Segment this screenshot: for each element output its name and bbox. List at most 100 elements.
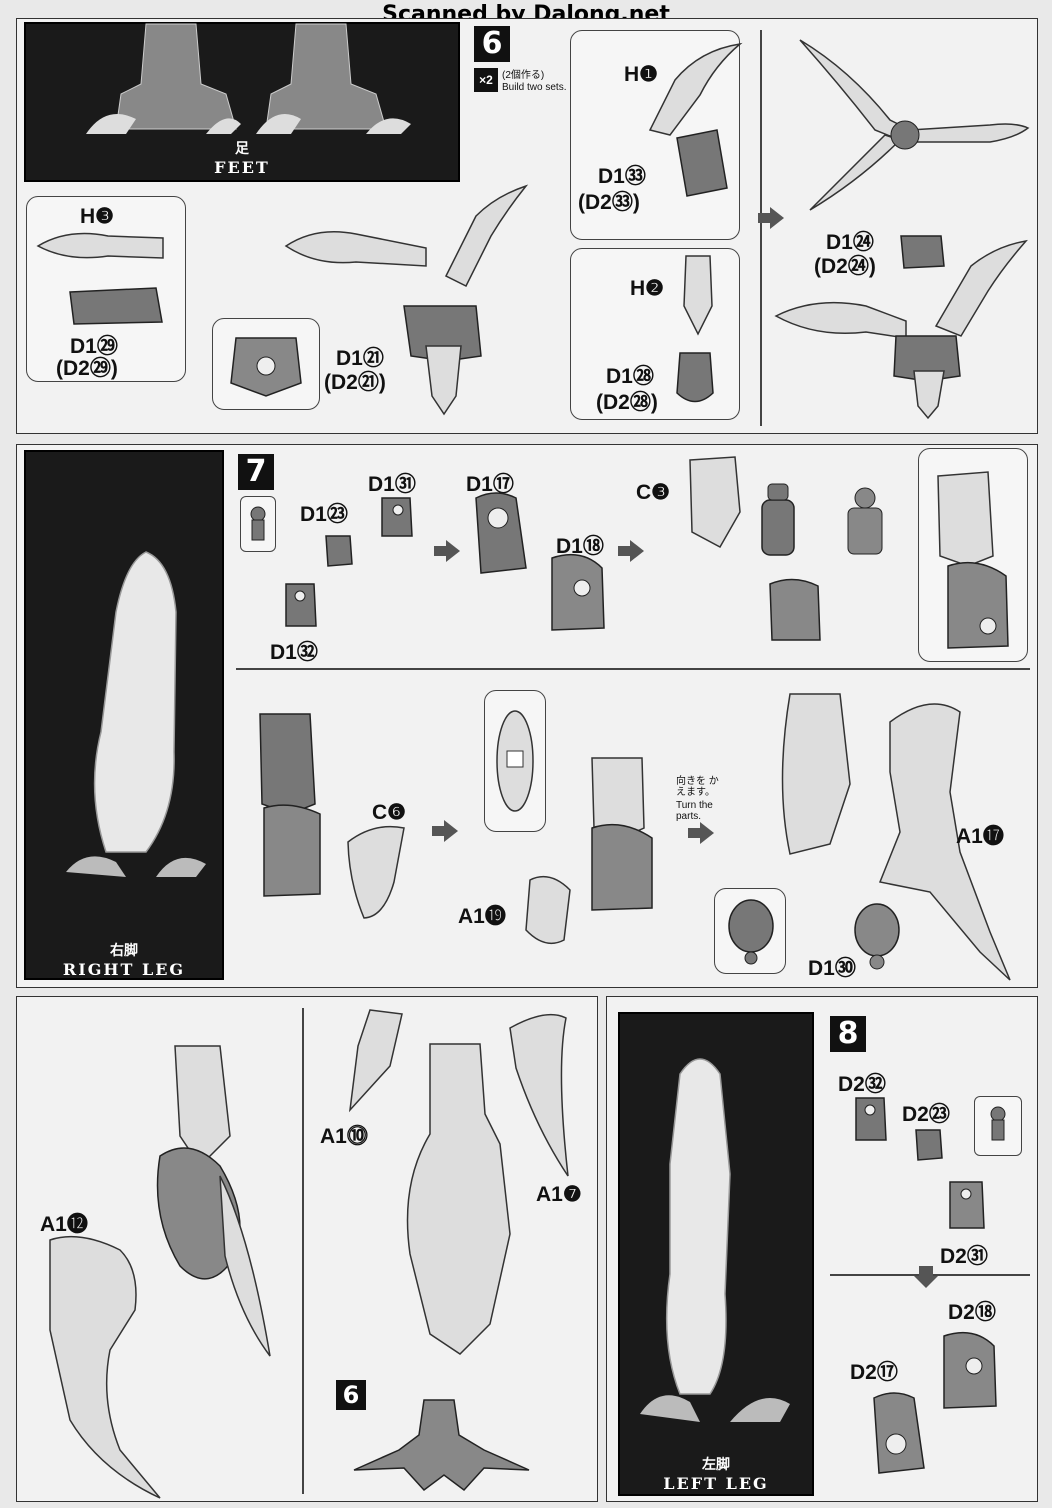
left-leg-illustration bbox=[640, 1058, 790, 1422]
right-leg-caption-en: RIGHT LEG bbox=[62, 960, 186, 979]
d2-23-detail-box bbox=[974, 1096, 1022, 1156]
foot-joint-detail bbox=[230, 337, 302, 397]
d1-23-detail-part bbox=[250, 506, 266, 541]
d2-18-part bbox=[943, 1331, 997, 1409]
label-d2-17: D2⑰ bbox=[850, 1361, 898, 1384]
d1-30-detail-part bbox=[728, 899, 774, 965]
label-d2-29: (D2㉙) bbox=[56, 357, 118, 380]
a1-10-part bbox=[348, 1009, 403, 1113]
h3-subassembly-box bbox=[26, 196, 186, 382]
h2-talon-part bbox=[683, 255, 713, 336]
step7-hdivider bbox=[236, 668, 1030, 670]
left-leg-caption-en: LEFT LEG bbox=[663, 1474, 769, 1493]
left-leg-caption-jp: 左脚 bbox=[702, 1457, 730, 1473]
label-d1-17: D1⑰ bbox=[466, 473, 514, 496]
step7-arrow-3 bbox=[432, 820, 458, 842]
leg-side-assembly bbox=[156, 1045, 271, 1357]
label-d2-18: D2⑱ bbox=[948, 1301, 996, 1324]
a1-17-part bbox=[878, 703, 1011, 981]
turn-note-jp: 向きを かえます。 bbox=[676, 776, 719, 798]
label-c3: C❸ bbox=[636, 481, 670, 504]
step7-result-part bbox=[937, 471, 1009, 649]
label-a1-10: A1⓾ bbox=[320, 1125, 368, 1148]
c3-part bbox=[689, 456, 741, 549]
label-d1-32: D1㉜ bbox=[270, 641, 318, 664]
feet-caption-jp: 足 bbox=[235, 141, 249, 157]
label-d2-21: (D2㉑) bbox=[324, 371, 386, 394]
d2-31-part bbox=[949, 1181, 985, 1229]
label-d2-32: D2㉜ bbox=[838, 1073, 886, 1096]
label-d1-31: D1㉛ bbox=[368, 473, 416, 496]
foot-tripod-assembled bbox=[799, 39, 1030, 211]
d2-32-part bbox=[855, 1097, 887, 1141]
feet-banner: 足 FEET bbox=[24, 22, 460, 182]
foot-final-assembly bbox=[774, 235, 1028, 420]
d2-17-part bbox=[873, 1392, 925, 1474]
c6-shin-part bbox=[347, 825, 405, 919]
label-d2-31: D2㉛ bbox=[940, 1245, 988, 1268]
label-c6: C❻ bbox=[372, 801, 406, 824]
label-d1-23: D1㉓ bbox=[300, 503, 348, 526]
left-leg-banner: 左脚 LEFT LEG bbox=[618, 1012, 814, 1496]
step7-arrow-2 bbox=[618, 540, 644, 562]
leg-assembly-mid bbox=[591, 757, 653, 911]
knee-part bbox=[769, 578, 821, 641]
label-d1-28: D1㉘ bbox=[606, 365, 654, 388]
label-a1-12: A1⓬ bbox=[40, 1213, 88, 1236]
h1-claw-part bbox=[648, 42, 743, 136]
d2-23-part bbox=[915, 1129, 943, 1161]
feet-illustration bbox=[86, 23, 411, 134]
label-d2-23: D2㉓ bbox=[902, 1103, 950, 1126]
label-a1-19: A1⓳ bbox=[458, 905, 506, 928]
label-d1-24: D1㉔ bbox=[826, 231, 874, 254]
label-d2-28: (D2㉘) bbox=[596, 391, 658, 414]
right-leg-banner: 右脚 RIGHT LEG bbox=[24, 450, 224, 980]
d1-31-part bbox=[381, 497, 413, 537]
d1-28-part bbox=[676, 352, 714, 403]
right-leg-illustration bbox=[66, 551, 206, 877]
a1-12-part bbox=[49, 1235, 161, 1499]
build-note-en: Build two sets. bbox=[502, 82, 567, 93]
feet-caption-en: FEET bbox=[214, 158, 270, 177]
ref-step-6-badge: 6 bbox=[336, 1380, 366, 1410]
d1-32-part bbox=[285, 583, 317, 627]
d1-17-part bbox=[475, 492, 527, 574]
label-d1-21: D1㉑ bbox=[336, 347, 384, 370]
label-h3: H❸ bbox=[80, 205, 114, 228]
d1-29-part bbox=[69, 287, 163, 325]
label-a1-7: A1❼ bbox=[536, 1183, 582, 1206]
d1-18-part bbox=[551, 553, 605, 631]
a1-7-part bbox=[509, 1013, 569, 1177]
label-d2-24: (D2㉔) bbox=[814, 255, 876, 278]
foot-center-assembly bbox=[284, 184, 529, 416]
right-leg-caption-jp: 右脚 bbox=[110, 943, 138, 959]
d1-23-part bbox=[325, 535, 353, 567]
step-7-badge: 7 bbox=[238, 454, 274, 490]
next-arrow bbox=[758, 207, 784, 229]
hip-detail-part bbox=[847, 487, 883, 555]
d1-30-part bbox=[854, 903, 900, 970]
a1-19-detail-part bbox=[496, 710, 534, 812]
label-h1: H❶ bbox=[624, 63, 658, 86]
build-note-jp: (2個作る) bbox=[502, 70, 545, 81]
label-d1-30: D1㉚ bbox=[808, 957, 856, 980]
section3-vdivider bbox=[302, 1008, 304, 1494]
multiplier-badge: ×2 bbox=[474, 68, 498, 92]
label-d2-33: (D2㉝) bbox=[578, 191, 640, 214]
label-a1-17: A1⓱ bbox=[956, 825, 1004, 848]
feet-divider bbox=[760, 30, 762, 426]
d1-33-part bbox=[676, 129, 728, 197]
step-8-badge: 8 bbox=[830, 1016, 866, 1052]
hip-joint-part bbox=[761, 483, 795, 556]
step7-arrow-1 bbox=[434, 540, 460, 562]
feet-reference-part bbox=[353, 1399, 530, 1492]
leg-front-assembly bbox=[781, 693, 851, 855]
h3-claw-part bbox=[36, 232, 164, 259]
d2-23-detail-part bbox=[990, 1106, 1006, 1141]
step8-down-arrow bbox=[914, 1266, 938, 1288]
label-d1-33: D1㉝ bbox=[598, 165, 646, 188]
a1-19-part bbox=[525, 875, 571, 945]
turn-note-en: Turn the parts. bbox=[676, 800, 713, 822]
label-d1-29: D1㉙ bbox=[70, 335, 118, 358]
label-h2: H❷ bbox=[630, 277, 664, 300]
